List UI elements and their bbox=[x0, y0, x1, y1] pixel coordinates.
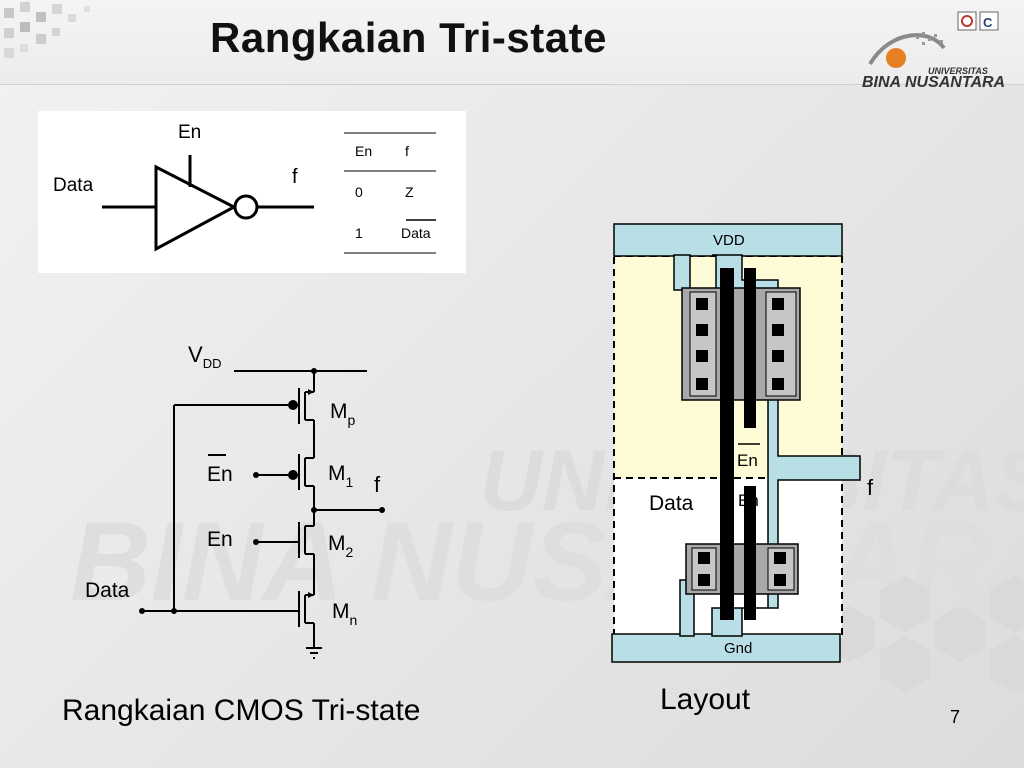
layout-en-label: En bbox=[738, 491, 759, 510]
truth-table: En f 0 Z 1 Data bbox=[344, 132, 436, 254]
truth-table-header-f: f bbox=[405, 143, 409, 159]
watermark-line2: BINA NUSANTARA bbox=[70, 499, 1024, 624]
symbol-panel: En Data f En f 0 Z 1 Data bbox=[38, 111, 466, 273]
layout-data-label: Data bbox=[649, 492, 694, 515]
university-logo: C bbox=[868, 11, 999, 68]
symbol-data-label: Data bbox=[53, 175, 94, 196]
poly-gate-data bbox=[720, 268, 734, 620]
mp-gate-bubble bbox=[288, 400, 298, 410]
logo-text-universitas: UNIVERSITAS bbox=[928, 66, 988, 76]
buffer-triangle bbox=[154, 164, 238, 252]
symbol-en-label: En bbox=[178, 122, 201, 143]
layout-gnd-label: Gnd bbox=[724, 640, 752, 657]
truth-table-cell: Data bbox=[401, 225, 431, 241]
cmos-en-label: En bbox=[207, 528, 233, 551]
cmos-vdd-label: VDD bbox=[188, 342, 221, 371]
symbol-panel-bg bbox=[38, 111, 466, 273]
layout-caption: Layout bbox=[660, 683, 751, 716]
cmos-schematic: VDD Mp M1 M2 Mn En En Data f bbox=[85, 342, 385, 659]
slide-title: Rangkaian Tri-state bbox=[210, 14, 607, 61]
poly-gate-en bbox=[744, 486, 756, 620]
truth-table-cell: 0 bbox=[355, 184, 363, 200]
inverter-bubble bbox=[233, 194, 259, 220]
cmos-m2-label: M2 bbox=[328, 532, 354, 560]
gnd-rail bbox=[611, 633, 841, 663]
cmos-m1-label: M1 bbox=[328, 462, 354, 490]
svg-text:C: C bbox=[983, 15, 993, 30]
symbol-f-label: f bbox=[292, 166, 298, 188]
layout-en-bar-label: En bbox=[737, 451, 758, 470]
title-band bbox=[0, 0, 1024, 85]
vdd-rail bbox=[613, 223, 843, 257]
layout-vdd-label: VDD bbox=[713, 232, 745, 249]
truth-table-header-en: En bbox=[355, 143, 372, 159]
page-number: 7 bbox=[950, 707, 961, 727]
decorative-squares bbox=[4, 2, 90, 58]
cmos-mn-label: Mn bbox=[332, 600, 357, 628]
cmos-f-label: f bbox=[374, 472, 381, 497]
cmos-data-label: Data bbox=[85, 579, 130, 602]
logo-text-binus: BINA NUSANTARA bbox=[862, 74, 1006, 91]
cmos-caption: Rangkaian CMOS Tri-state bbox=[62, 694, 421, 727]
truth-table-cell: 1 bbox=[355, 225, 363, 241]
truth-table-cell: Z bbox=[405, 184, 414, 200]
contacts bbox=[696, 298, 786, 586]
cmos-mp-label: Mp bbox=[330, 400, 356, 428]
cmos-en-bar-label: En bbox=[207, 463, 233, 486]
poly-gate-en-bar bbox=[744, 268, 756, 428]
layout-diagram: VDD Gnd Data En En f bbox=[611, 223, 874, 663]
m1-gate-bubble bbox=[288, 470, 298, 480]
layout-f-label: f bbox=[867, 475, 874, 500]
